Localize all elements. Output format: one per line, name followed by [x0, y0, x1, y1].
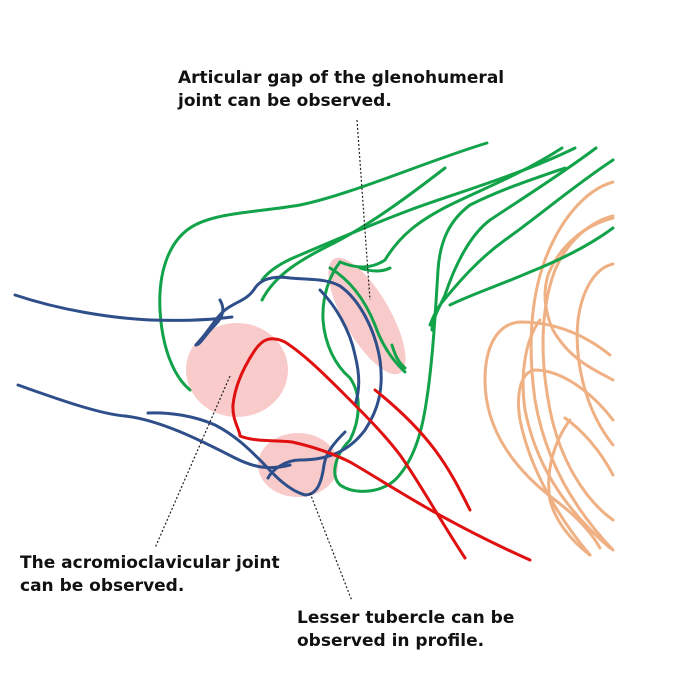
- humeral-inner: [194, 298, 225, 347]
- red-outline: [231, 337, 532, 562]
- highlight-glenohumeral-gap: [328, 257, 406, 375]
- leader-line-lesser-tubercle: [309, 492, 353, 602]
- scapula-line: [428, 158, 615, 327]
- clavicle-upper: [13, 293, 234, 322]
- rib-line: [543, 216, 615, 382]
- glenoid-front: [358, 266, 392, 273]
- label-glenohumeral-line2: joint can be observed.: [178, 91, 392, 111]
- red-contour-1: [231, 337, 532, 562]
- label-acromioclavicular-line2: can be observed.: [20, 576, 185, 596]
- label-acromioclavicular-line1: The acromioclavicular joint: [20, 553, 280, 573]
- rib-line: [483, 320, 612, 550]
- rib-line: [563, 416, 615, 477]
- label-acromioclavicular-joint: The acromioclavicular joint can be obser…: [20, 552, 280, 598]
- rib-line: [547, 418, 592, 557]
- glenoid-rim: [321, 166, 567, 493]
- glenoid-inner-2: [390, 343, 407, 370]
- label-glenohumeral-line1: Articular gap of the glenohumeral: [178, 68, 505, 88]
- scapula-line: [448, 226, 615, 307]
- label-lesser-tubercle: Lesser tubercle can be observed in profi…: [297, 607, 514, 653]
- acromion-outline: [158, 141, 489, 392]
- highlight-acromioclavicular: [186, 323, 288, 417]
- glenoid-inner: [328, 266, 407, 374]
- clavicle-lower: [16, 383, 292, 470]
- humeral-inner-2: [318, 288, 361, 407]
- leader-lines: [154, 119, 371, 602]
- rib-outlines: [483, 180, 615, 557]
- leader-line-acromioclavicular: [154, 375, 231, 549]
- rib-line: [529, 180, 615, 552]
- red-contour-2: [373, 388, 472, 512]
- label-glenohumeral-gap: Articular gap of the glenohumeral joint …: [178, 67, 504, 113]
- humeral-neck: [146, 411, 347, 497]
- label-lesser-tubercle-line2: observed in profile.: [297, 631, 485, 651]
- coracoid-lower: [338, 146, 564, 269]
- rib-line: [521, 318, 612, 550]
- clavicle-outlines: [13, 275, 383, 497]
- rib-line: [517, 368, 615, 557]
- label-lesser-tubercle-line1: Lesser tubercle can be: [297, 608, 515, 628]
- coracoid-upper: [260, 146, 577, 282]
- rib-line: [575, 262, 615, 447]
- scapula-outlines: [158, 141, 615, 493]
